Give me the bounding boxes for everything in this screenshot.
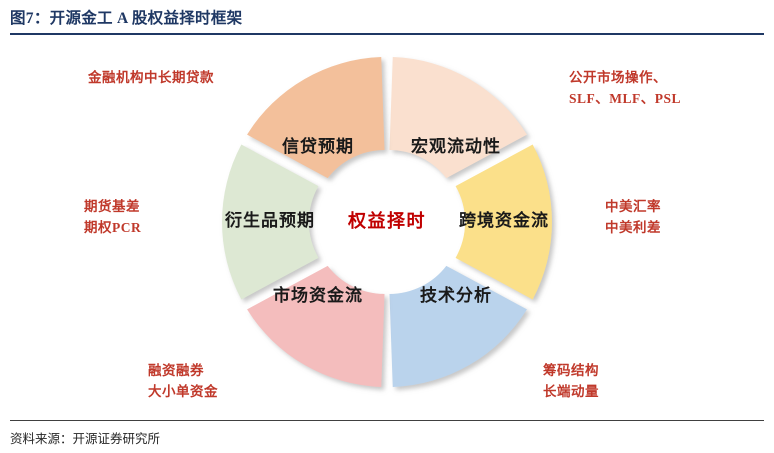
- figure-title-bar: 图7：开源金工 A 股权益择时框架: [10, 8, 764, 38]
- note-line: 中美利差: [605, 220, 661, 235]
- segment-macro-liquidity[interactable]: [389, 57, 527, 179]
- note-technical-analysis: 筹码结构 长端动量: [543, 360, 599, 402]
- note-line: 融资融券: [148, 363, 204, 378]
- note-line: 公开市场操作、: [569, 70, 667, 85]
- note-line: 筹码结构: [543, 363, 599, 378]
- segment-derivatives-expectation[interactable]: [222, 144, 319, 300]
- note-cross-border-capital: 中美汇率 中美利差: [605, 196, 661, 238]
- note-line: 期权PCR: [84, 220, 142, 235]
- wheel-svg: 宏观流动性 跨境资金流 技术分析 市场资金流 衍生品预期 信贷预期 权益择时: [222, 57, 552, 387]
- segment-label-derivatives-expectation: 衍生品预期: [225, 210, 315, 230]
- segment-label-macro-liquidity: 宏观流动性: [411, 136, 501, 156]
- segment-label-credit-expectation: 信贷预期: [282, 136, 354, 156]
- note-market-capital-flow: 融资融券 大小单资金: [148, 360, 218, 402]
- note-line: SLF、MLF、PSL: [569, 91, 682, 106]
- note-line: 期货基差: [84, 199, 140, 214]
- note-line: 金融机构中长期贷款: [88, 70, 214, 85]
- segment-technical-analysis[interactable]: [389, 265, 527, 387]
- source-note: 资料来源：开源证券研究所: [10, 432, 161, 446]
- note-line: 大小单资金: [148, 384, 218, 399]
- segment-label-market-capital-flow: 市场资金流: [273, 285, 363, 305]
- note-macro-liquidity: 公开市场操作、 SLF、MLF、PSL: [569, 67, 681, 109]
- segment-market-capital-flow[interactable]: [247, 265, 385, 387]
- segment-label-technical-analysis: 技术分析: [420, 285, 492, 305]
- segment-credit-expectation[interactable]: [247, 57, 385, 179]
- note-credit-expectation: 金融机构中长期贷款: [88, 67, 214, 88]
- center-label: 权益择时: [347, 210, 426, 231]
- note-line: 中美汇率: [605, 199, 661, 214]
- segment-cross-border-capital[interactable]: [455, 144, 552, 300]
- segment-label-cross-border-capital: 跨境资金流: [459, 210, 549, 230]
- page-title: 图7：开源金工 A 股权益择时框架: [10, 10, 243, 27]
- footer-divider: [10, 420, 764, 421]
- radial-wheel-diagram: 宏观流动性 跨境资金流 技术分析 市场资金流 衍生品预期 信贷预期 权益择时 公…: [0, 36, 774, 418]
- note-derivatives-expectation: 期货基差 期权PCR: [84, 196, 141, 238]
- title-divider: [10, 33, 764, 35]
- note-line: 长端动量: [543, 384, 599, 399]
